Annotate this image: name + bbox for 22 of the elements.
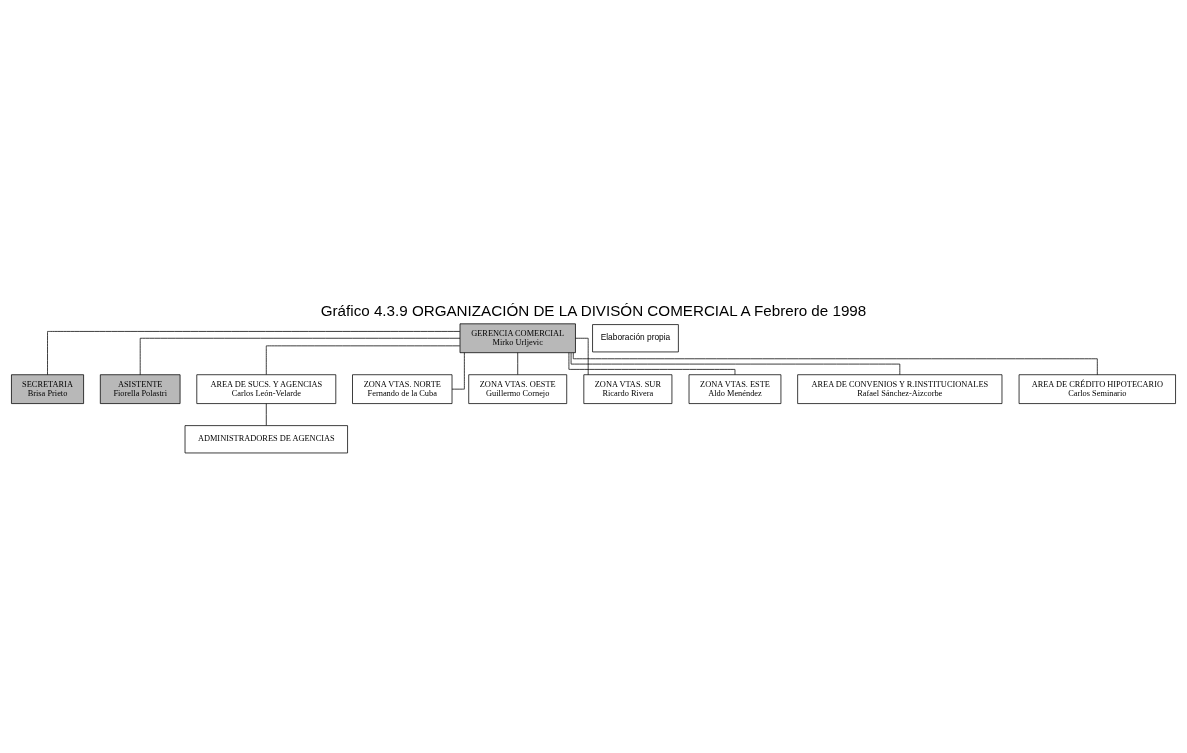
node-box: AREA DE SUCS. Y AGENCIAS Carlos León-Velarde — [196, 373, 337, 404]
node-box: ZONA VTAS. SUR Ricardo Rivera — [583, 373, 673, 404]
diagram-title: Gráfico 4.3.9 ORGANIZACIÓN DE LA DIVISÓN COMERCIAL A Febrero de 1998 — [320, 301, 867, 319]
node-box: ADMINISTRADORES DE AGENCIAS — [184, 424, 348, 453]
node-box: SECRETARIA Brisa Prieto — [11, 373, 84, 404]
node-box: GERENCIA COMERCIAL Mirko Urljevic — [459, 322, 576, 353]
connector — [568, 351, 736, 375]
connector — [572, 351, 1098, 375]
node-box: ZONA VTAS. ESTE Aldo Menéndez — [688, 373, 782, 404]
node-box: Elaboración propia — [592, 323, 679, 352]
node-box: AREA DE CRÉDITO HIPOTECARIO Carlos Seminario — [1018, 373, 1176, 404]
connector — [517, 351, 519, 375]
node-box: ASISTENTE Fiorella Polastri — [99, 373, 181, 404]
connector — [265, 402, 267, 426]
node-box: ZONA VTAS. OESTE Guillermo Cornejo — [468, 373, 568, 404]
node-box: ZONA VTAS. NORTE Fernando de la Cuba — [352, 373, 453, 404]
connector — [139, 337, 461, 375]
connector — [265, 345, 461, 375]
node-box: AREA DE CONVENIOS Y R.INSTITUCIONALES Rafael Sánchez-Aizcorbe — [797, 373, 1003, 404]
connector — [570, 352, 901, 375]
connector — [575, 337, 589, 375]
connector — [47, 330, 461, 375]
